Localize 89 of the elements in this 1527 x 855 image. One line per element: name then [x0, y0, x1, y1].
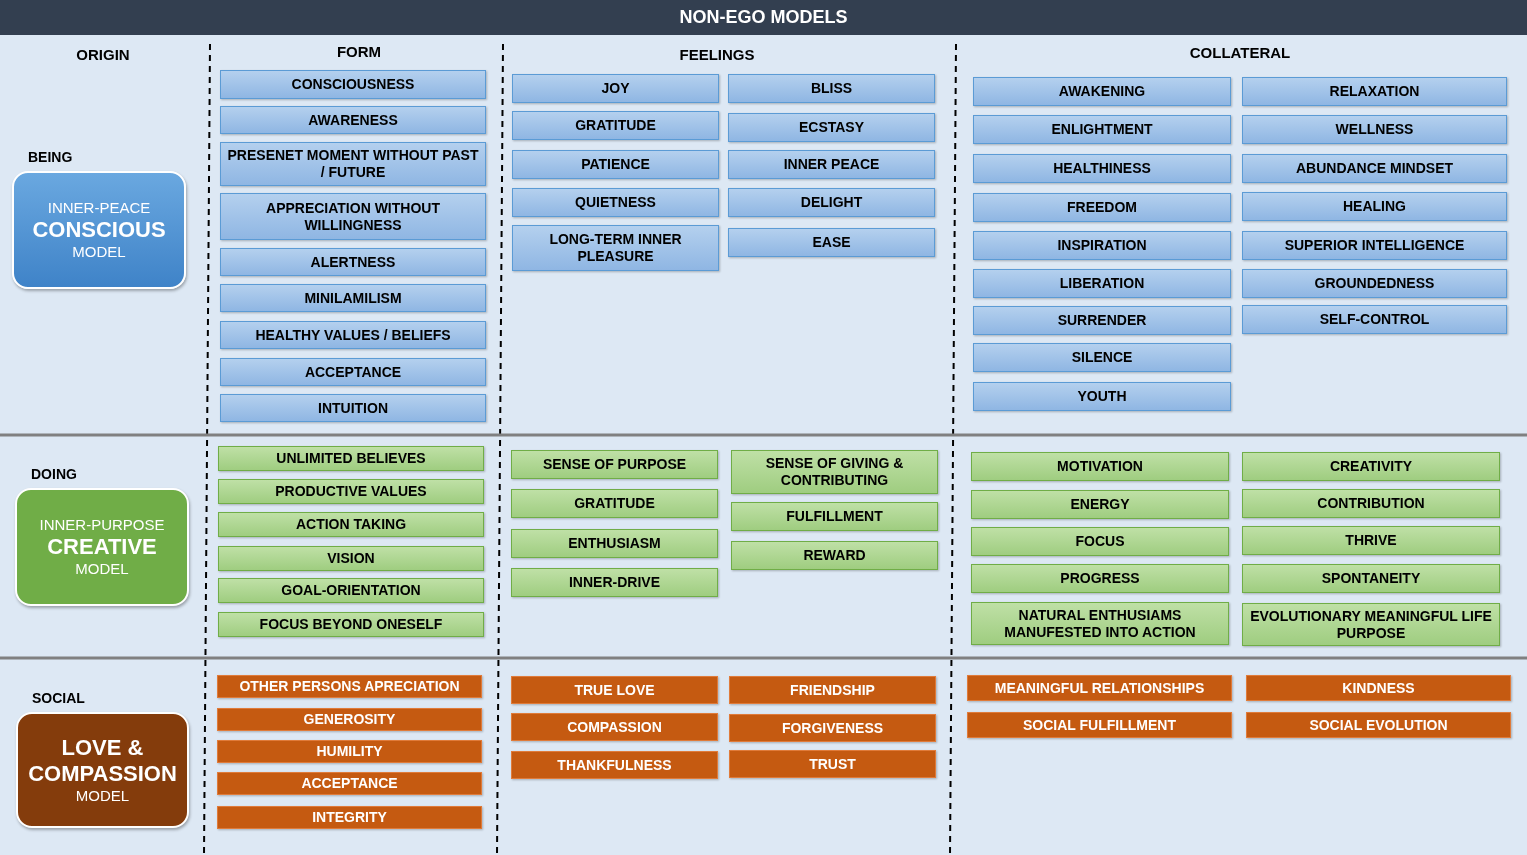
item-box: FORGIVENESS	[729, 714, 936, 742]
item-box: SOCIAL FULFILLMENT	[967, 712, 1232, 738]
item-box: FREEDOM	[973, 193, 1231, 222]
model-subtitle: INNER-PEACE	[47, 198, 151, 217]
row-heading: BEING	[28, 149, 73, 166]
item-box: KINDNESS	[1246, 675, 1511, 701]
item-box: ENTHUSIASM	[511, 529, 718, 558]
item-box: ACCEPTANCE	[217, 772, 482, 795]
item-box: PROGRESS	[971, 564, 1229, 593]
item-box: PRODUCTIVE VALUES	[218, 479, 484, 504]
item-box: EASE	[728, 228, 935, 257]
item-box: ABUNDANCE MINDSET	[1242, 154, 1507, 183]
item-box: GOAL-ORIENTATION	[218, 578, 484, 603]
item-box: SILENCE	[973, 343, 1231, 372]
item-box: COMPASSION	[511, 713, 718, 741]
column-header: COLLATERAL	[1189, 44, 1291, 61]
item-box: ACTION TAKING	[218, 512, 484, 537]
item-box: CONSCIOUSNESS	[220, 70, 486, 99]
item-box: CREATIVITY	[1242, 452, 1500, 481]
model-title: CONSCIOUS	[32, 216, 166, 244]
model-subtitle: INNER-PURPOSE	[39, 515, 165, 534]
item-box: SOCIAL EVOLUTION	[1246, 712, 1511, 738]
item-box: SENSE OF PURPOSE	[511, 450, 718, 479]
item-box: GROUNDEDNESS	[1242, 269, 1507, 298]
item-box: HEALTHY VALUES / BELIEFS	[220, 321, 486, 349]
item-box: NATURAL ENTHUSIAMS MANUFESTED INTO ACTION	[971, 602, 1229, 645]
item-box: INTEGRITY	[217, 806, 482, 829]
item-box: AWAKENING	[973, 77, 1231, 106]
item-box: SENSE OF GIVING & CONTRIBUTING	[731, 450, 938, 494]
item-box: GRATITUDE	[512, 111, 719, 140]
model-title: LOVE & COMPASSION	[27, 734, 178, 788]
item-box: REWARD	[731, 541, 938, 570]
item-box: SUPERIOR INTELLIGENCE	[1242, 231, 1507, 260]
item-box: ACCEPTANCE	[220, 358, 486, 386]
item-box: FOCUS BEYOND ONESELF	[218, 612, 484, 637]
item-box: INNER PEACE	[728, 150, 935, 179]
item-box: FOCUS	[971, 527, 1229, 556]
item-box: RELAXATION	[1242, 77, 1507, 106]
model-subtitle: MODEL	[75, 787, 130, 806]
item-box: INTUITION	[220, 394, 486, 422]
item-box: ENLIGHTMENT	[973, 115, 1231, 144]
item-box: TRUST	[729, 750, 936, 778]
column-header: FEELINGS	[679, 46, 755, 63]
column-header: ORIGIN	[76, 46, 130, 63]
item-box: LONG-TERM INNER PLEASURE	[512, 225, 719, 271]
item-box: MEANINGFUL RELATIONSHIPS	[967, 675, 1232, 701]
item-box: UNLIMITED BELIEVES	[218, 446, 484, 471]
item-box: FULFILLMENT	[731, 502, 938, 531]
item-box: APPRECIATION WITHOUT WILLINGNESS	[220, 193, 486, 240]
item-box: THRIVE	[1242, 526, 1500, 555]
item-box: INNER-DRIVE	[511, 568, 718, 597]
model-title: CREATIVE	[47, 533, 157, 561]
item-box: ALERTNESS	[220, 248, 486, 276]
item-box: SURRENDER	[973, 306, 1231, 335]
model-subtitle: MODEL	[72, 243, 126, 262]
item-box: BLISS	[728, 74, 935, 103]
item-box: EVOLUTIONARY MEANINGFUL LIFE PURPOSE	[1242, 603, 1500, 646]
item-box: GRATITUDE	[511, 489, 718, 518]
item-box: MINILAMILISM	[220, 284, 486, 312]
item-box: OTHER PERSONS APRECIATION	[217, 675, 482, 698]
item-box: AWARENESS	[220, 106, 486, 134]
row-heading: DOING	[31, 466, 77, 483]
item-box: MOTIVATION	[971, 452, 1229, 481]
title-bar: NON-EGO MODELS	[0, 0, 1527, 35]
item-box: ECSTASY	[728, 113, 935, 142]
item-box: LIBERATION	[973, 269, 1231, 298]
item-box: TRUE LOVE	[511, 676, 718, 704]
item-box: FRIENDSHIP	[729, 676, 936, 704]
item-box: HEALING	[1242, 192, 1507, 221]
item-box: INSPIRATION	[973, 231, 1231, 260]
item-box: VISION	[218, 546, 484, 571]
column-header: FORM	[336, 43, 382, 60]
item-box: PRESENET MOMENT WITHOUT PAST / FUTURE	[220, 142, 486, 186]
item-box: QUIETNESS	[512, 188, 719, 217]
model-subtitle: MODEL	[75, 560, 129, 579]
item-box: HEALTHINESS	[973, 154, 1231, 183]
item-box: WELLNESS	[1242, 115, 1507, 144]
item-box: SELF-CONTROL	[1242, 305, 1507, 334]
item-box: DELIGHT	[728, 188, 935, 217]
item-box: CONTRIBUTION	[1242, 489, 1500, 518]
item-box: HUMILITY	[217, 740, 482, 763]
item-box: JOY	[512, 74, 719, 103]
item-box: YOUTH	[973, 382, 1231, 411]
item-box: ENERGY	[971, 490, 1229, 519]
item-box: PATIENCE	[512, 150, 719, 179]
item-box: SPONTANEITY	[1242, 564, 1500, 593]
item-box: THANKFULNESS	[511, 751, 718, 779]
row-heading: SOCIAL	[32, 690, 85, 707]
item-box: GENEROSITY	[217, 708, 482, 731]
